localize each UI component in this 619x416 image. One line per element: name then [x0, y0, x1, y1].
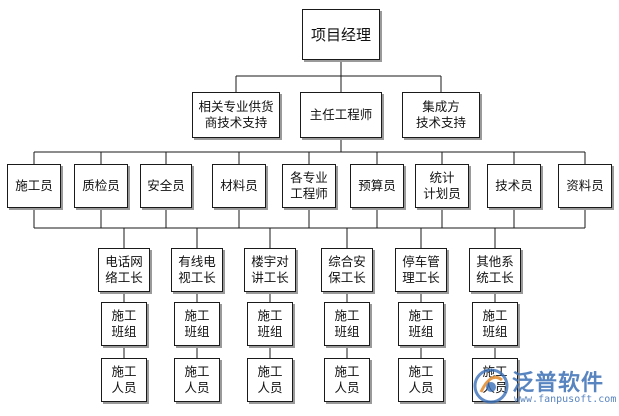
team-box: 施工 班组 — [324, 302, 370, 346]
worker-box: 施工 人员 — [101, 358, 147, 402]
watermark: 泛普软件 www.fanpusoft.com — [470, 363, 617, 411]
worker-label: 施工 人员 — [184, 364, 210, 395]
foreman-label: 综合安 保工长 — [328, 254, 366, 285]
team-label: 施工 班组 — [482, 308, 508, 339]
staff-label: 质检员 — [82, 178, 120, 193]
worker-label: 施工 人员 — [111, 364, 137, 395]
staff-box: 技术员 — [487, 164, 541, 208]
foreman-box: 其他系 统工长 — [469, 248, 521, 292]
watermark-url: www.fanpusoft.com — [514, 394, 617, 405]
chief-engineer-label: 主任工程师 — [309, 107, 373, 122]
foreman-box: 综合安 保工长 — [321, 248, 373, 292]
staff-box: 施工员 — [7, 164, 61, 208]
chief-engineer-box: 主任工程师 — [300, 92, 382, 138]
supplier-tech-support-box: 相关专业供货 商技术支持 — [192, 92, 280, 138]
supplier-tech-support-label: 相关专业供货 商技术支持 — [198, 99, 274, 130]
worker-label: 施工 人员 — [334, 364, 360, 395]
team-label: 施工 班组 — [257, 308, 283, 339]
team-box: 施工 班组 — [174, 302, 220, 346]
foreman-label: 楼宇对 讲工长 — [251, 254, 289, 285]
staff-box: 预算员 — [350, 164, 404, 208]
worker-label: 施工 人员 — [257, 364, 283, 395]
worker-box: 施工 人员 — [247, 358, 293, 402]
worker-box: 施工 人员 — [174, 358, 220, 402]
integrator-tech-support-label: 集成方 技术支持 — [415, 99, 466, 130]
team-box: 施工 班组 — [247, 302, 293, 346]
project-manager-label: 项目经理 — [310, 25, 371, 44]
team-box: 施工 班组 — [398, 302, 444, 346]
staff-box: 资料员 — [558, 164, 612, 208]
foreman-box: 楼宇对 讲工长 — [244, 248, 296, 292]
staff-label: 资料员 — [566, 178, 604, 193]
staff-label: 各专业 工程师 — [290, 170, 328, 201]
staff-box: 各专业 工程师 — [282, 164, 336, 208]
fanpu-logo-icon — [473, 368, 509, 404]
staff-box: 统计 计划员 — [415, 164, 469, 208]
worker-label: 施工 人员 — [408, 364, 434, 395]
team-box: 施工 班组 — [472, 302, 518, 346]
watermark-name: 泛普软件 — [512, 371, 605, 396]
team-label: 施工 班组 — [334, 308, 360, 339]
staff-label: 预算员 — [358, 178, 396, 193]
foreman-box: 有线电 视工长 — [171, 248, 223, 292]
staff-label: 安全员 — [147, 178, 185, 193]
staff-box: 质检员 — [74, 164, 128, 208]
worker-box: 施工 人员 — [398, 358, 444, 402]
staff-box: 安全员 — [140, 164, 192, 208]
foreman-label: 停车管 理工长 — [402, 254, 440, 285]
foreman-label: 有线电 视工长 — [178, 254, 216, 285]
project-manager-box: 项目经理 — [302, 9, 380, 60]
foreman-box: 电话网 络工长 — [98, 248, 150, 292]
staff-box: 材料员 — [212, 164, 266, 208]
foreman-label: 电话网 络工长 — [105, 254, 143, 285]
foreman-box: 停车管 理工长 — [395, 248, 447, 292]
team-label: 施工 班组 — [184, 308, 210, 339]
worker-box: 施工 人员 — [324, 358, 370, 402]
team-label: 施工 班组 — [408, 308, 434, 339]
staff-label: 施工员 — [15, 178, 53, 193]
team-box: 施工 班组 — [101, 302, 147, 346]
team-label: 施工 班组 — [111, 308, 137, 339]
integrator-tech-support-box: 集成方 技术支持 — [402, 92, 480, 138]
staff-label: 技术员 — [495, 178, 533, 193]
staff-label: 材料员 — [220, 178, 258, 193]
staff-label: 统计 计划员 — [423, 170, 461, 201]
foreman-label: 其他系 统工长 — [476, 254, 514, 285]
